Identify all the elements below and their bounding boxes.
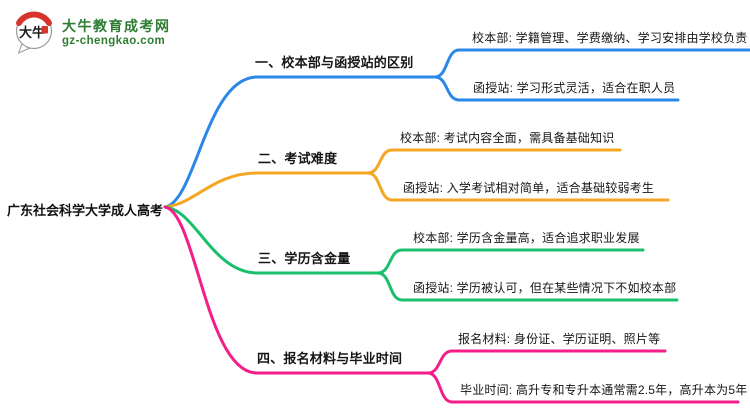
root-node-label: 广东社会科学大学成人高考 (7, 203, 164, 218)
branch-1-leaf-2-label: 函授站: 学习形式灵活，适合在职人员 (473, 81, 676, 95)
branch-3-trunk-line (163, 205, 380, 275)
branch-4-trunk-line (163, 205, 430, 375)
branch-1-leaf-1-line (433, 48, 750, 79)
branch-1-leaf-2-line (433, 75, 680, 102)
branch-1-label: 一、校本部与函授站的区别 (255, 55, 414, 70)
branch-1-leaf-1-label: 校本部: 学籍管理、学费缴纳、学习安排由学校负责 (472, 31, 748, 45)
branch-4-leaf-2-label: 毕业时间: 高升专和专升本通常需2.5年，高升本为5年 (460, 383, 748, 397)
branch-2-leaf-2-line (366, 171, 670, 202)
branch-4-leaf-1-label: 报名材料: 身份证、学历证明、照片等 (458, 332, 661, 346)
site-name: 大牛教育成考网 (62, 17, 171, 34)
branch-3-label: 三、学历含金量 (258, 251, 351, 266)
branch-3-leaf-1-line (376, 248, 645, 275)
branch-3-leaf-2-label: 函授站: 学历被认可，但在某些情况下不如校本部 (413, 281, 677, 295)
branch-2-trunk-line (163, 171, 370, 209)
branch-2-leaf-1-label: 校本部: 考试内容全面，需具备基础知识 (400, 131, 615, 145)
branch-3-leaf-2-line (376, 271, 679, 302)
branch-4-leaf-1-line (426, 349, 667, 375)
branch-4-leaf-2-line (426, 371, 740, 404)
branch-2-label: 二、考试难度 (258, 151, 338, 166)
logo-icon-characters: 大牛 (19, 25, 45, 40)
branch-4-label: 四、报名材料与毕业时间 (257, 351, 403, 366)
site-url: gz-chengkao.com (62, 34, 166, 47)
branch-1-trunk-line (163, 75, 437, 209)
logo-bull-icon: 大牛 (15, 11, 53, 54)
branch-3-leaf-1-label: 校本部: 学历含金量高，适合追求职业发展 (413, 231, 640, 245)
site-logo: 大牛 大牛教育成考网 gz-chengkao.com (13, 10, 171, 56)
branch-2-leaf-2-label: 函授站: 入学考试相对简单，适合基础较弱考生 (403, 181, 655, 195)
branch-2-leaf-1-line (366, 148, 622, 175)
